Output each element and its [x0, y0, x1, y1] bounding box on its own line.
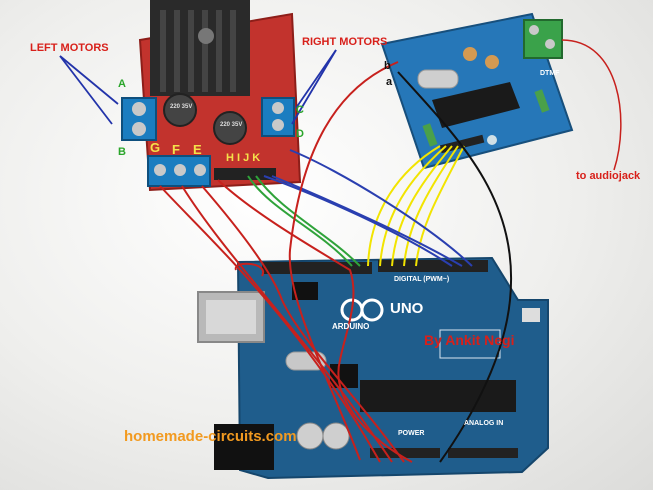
right-motors-label: RIGHT MOTORS — [302, 36, 388, 48]
motor-driver-board — [121, 0, 302, 192]
left-motors-label: LEFT MOTORS — [30, 42, 109, 54]
pin-c-label: C — [296, 104, 304, 116]
driver-cap1-text: 220 35V — [170, 104, 193, 110]
pin-f-label: F — [172, 142, 180, 157]
audiojack-label: to audiojack — [576, 170, 641, 182]
driver-cap2-text: 220 35V — [220, 122, 243, 128]
arduino-digital-text: DIGITAL (PWM~) — [394, 276, 450, 283]
dtmf-pin-b-label: b — [384, 60, 391, 72]
pin-g-label: G — [150, 140, 161, 155]
dtmf-board-text: DTMF — [540, 70, 560, 77]
pin-d-label: D — [296, 128, 304, 140]
author-label: By Ankit Negi — [424, 332, 515, 348]
dtmf-pin-a-label: a — [386, 76, 393, 88]
arduino-model-text: UNO — [390, 300, 424, 317]
pin-b-label: B — [118, 146, 126, 158]
arduino-uno-board — [197, 256, 549, 480]
pin-a-label: A — [118, 78, 126, 90]
pin-e-label: E — [193, 142, 202, 157]
arduino-power-text: POWER — [398, 430, 425, 437]
annotation-lines — [59, 49, 337, 125]
yellow-wires — [367, 145, 465, 267]
green-wires — [247, 175, 361, 267]
dtmf-decoder-board — [380, 12, 574, 170]
arduino-brand-text: ARDUINO — [332, 322, 370, 331]
arduino-analog-text: ANALOG IN — [464, 420, 504, 427]
red-wires — [159, 61, 413, 463]
website-label: homemade-circuits.com — [124, 428, 297, 445]
audiojack-wire — [561, 39, 622, 171]
black-wire — [397, 71, 513, 463]
pin-hijk-label: H I J K — [226, 152, 261, 164]
